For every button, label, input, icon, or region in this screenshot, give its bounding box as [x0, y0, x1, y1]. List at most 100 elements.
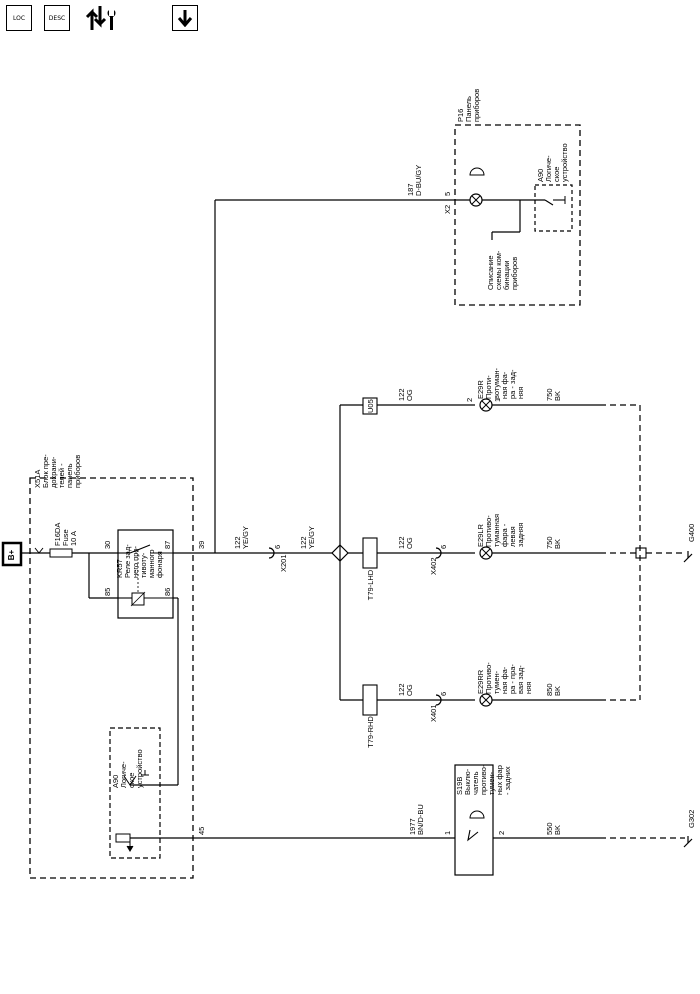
svg-text:OG: OG: [405, 389, 414, 401]
svg-text:122: 122: [233, 536, 242, 549]
svg-text:BK: BK: [553, 539, 562, 549]
toolbar: LOC DESC: [0, 0, 700, 45]
svg-text:X51A: X51A: [33, 470, 42, 488]
svg-text:D-BU/GY: D-BU/GY: [414, 165, 423, 196]
relay-label: KR57 Реле зад- него про- тивоту- манного…: [115, 544, 164, 578]
svg-text:Блок пре-: Блок пре-: [41, 454, 50, 488]
svg-text:KR57: KR57: [115, 559, 124, 578]
svg-text:вотуман-: вотуман-: [492, 367, 501, 399]
svg-text:YE/GY: YE/GY: [307, 526, 316, 549]
switch-wire-out-label: 550 BK: [545, 822, 562, 835]
svg-text:BK: BK: [553, 825, 562, 835]
svg-text:850: 850: [545, 683, 554, 696]
svg-text:ра - зад-: ра - зад-: [508, 369, 517, 399]
lhd-wire-label: 122 OG: [397, 536, 414, 549]
svg-text:Противо-: Противо-: [484, 515, 493, 547]
logic-device-p16-label: A90 Логиче- ское устройство: [536, 143, 569, 182]
switch-pin1: 1: [443, 831, 452, 835]
u05-label: U05: [366, 399, 375, 413]
p16-logic-box: [534, 184, 573, 232]
svg-text:схемы ком-: схемы ком-: [494, 250, 503, 290]
svg-text:Панель: Панель: [464, 96, 473, 122]
svg-text:фара -: фара -: [500, 523, 509, 547]
svg-text:устройство: устройство: [135, 749, 144, 788]
svg-text:чатель: чатель: [471, 771, 480, 795]
svg-text:ское: ское: [127, 773, 136, 788]
svg-text:122: 122: [397, 683, 406, 696]
svg-text:Логиче-: Логиче-: [119, 761, 128, 788]
svg-text:BK: BK: [553, 391, 562, 401]
svg-text:панель: панель: [65, 463, 74, 488]
pin-30: 30: [103, 541, 112, 549]
svg-text:левая: левая: [508, 526, 517, 547]
r-ground-wire-label: 750 BK: [545, 388, 562, 401]
svg-text:BK: BK: [553, 686, 562, 696]
svg-text:- задних: - задних: [503, 766, 512, 795]
fuse-block-label: X51A Блок пре- дохрани- телей - панель п…: [33, 454, 82, 488]
svg-text:Выклю-: Выклю-: [463, 768, 472, 795]
u05-wire-label: 122 OG: [397, 388, 414, 401]
battery-label: B+: [7, 549, 16, 560]
g302-label: G302: [687, 810, 696, 828]
t79-rhd-label: T79-RHD: [366, 716, 375, 748]
svg-text:ная фа-: ная фа-: [500, 666, 509, 694]
logic-device-box: [109, 727, 161, 859]
lamp-r-pin1: 1: [493, 398, 502, 402]
svg-text:1977: 1977: [408, 818, 417, 835]
svg-text:телей -: телей -: [57, 463, 66, 488]
x402-label: X402: [429, 557, 438, 575]
svg-text:туманная: туманная: [492, 514, 501, 547]
pin-39: 39: [197, 541, 206, 549]
svg-text:S19B: S19B: [455, 777, 464, 795]
svg-text:няя: няя: [524, 682, 533, 694]
t79-lhd-label: T79-LHD: [366, 569, 375, 600]
x2-label: X2: [443, 205, 452, 214]
x401-pin: 6: [439, 692, 448, 696]
combination-description-label: Описание схемы ком- бинации приборов: [486, 250, 519, 290]
x2-pin: 5: [443, 192, 452, 196]
svg-text:тумен-: тумен-: [487, 771, 496, 795]
svg-text:приборов: приборов: [472, 89, 481, 122]
pin-86: 86: [163, 588, 172, 596]
down-arrow-icon[interactable]: [172, 5, 198, 31]
g400-label: G400: [687, 524, 696, 542]
svg-text:Реле зад-: Реле зад-: [123, 544, 132, 578]
pin-87: 87: [163, 541, 172, 549]
svg-text:Логиче-: Логиче-: [544, 155, 553, 182]
svg-text:противо-: противо-: [479, 764, 488, 795]
svg-text:F16DA: F16DA: [53, 523, 62, 546]
switch-pin2: 2: [497, 831, 506, 835]
description-button[interactable]: DESC: [44, 5, 70, 31]
svg-text:122: 122: [397, 536, 406, 549]
rr-ground-wire-label: 850 BK: [545, 683, 562, 696]
svg-text:фонаря: фонаря: [155, 551, 164, 578]
rhd-wire-label: 122 OG: [397, 683, 414, 696]
svg-text:Противо-: Противо-: [484, 662, 493, 694]
svg-text:ных фар: ных фар: [495, 765, 504, 795]
top-wire-label: 187 D-BU/GY: [406, 165, 423, 196]
svg-text:OG: OG: [405, 537, 414, 549]
svg-text:тумен-: тумен-: [492, 670, 501, 694]
pin-85: 85: [103, 588, 112, 596]
svg-text:устройство: устройство: [560, 143, 569, 182]
svg-text:тивоту-: тивоту-: [139, 552, 148, 578]
svg-text:E29R: E29R: [476, 380, 485, 399]
lamp-lr-label: E29LR Противо- туманная фара - левая зад…: [476, 514, 525, 547]
svg-text:E29RR: E29RR: [476, 669, 485, 694]
x201-label: X201: [279, 554, 288, 572]
svg-text:750: 750: [545, 388, 554, 401]
svg-text:приборов: приборов: [73, 455, 82, 488]
svg-text:A90: A90: [536, 169, 545, 182]
svg-text:122: 122: [397, 388, 406, 401]
main-wire1-label: 122 YE/GY: [233, 526, 250, 549]
svg-text:750: 750: [545, 536, 554, 549]
pin-45: 45: [197, 827, 206, 835]
svg-text:YE/GY: YE/GY: [241, 526, 250, 549]
switch-label: S19B Выклю- чатель противо- тумен- ных ф…: [455, 764, 512, 795]
svg-text:Описание: Описание: [486, 255, 495, 290]
x201-pin: 6: [273, 545, 282, 549]
swap-arrows-wrench-icon[interactable]: [84, 2, 118, 34]
location-button[interactable]: LOC: [6, 5, 32, 31]
svg-text:манного: манного: [147, 549, 156, 578]
